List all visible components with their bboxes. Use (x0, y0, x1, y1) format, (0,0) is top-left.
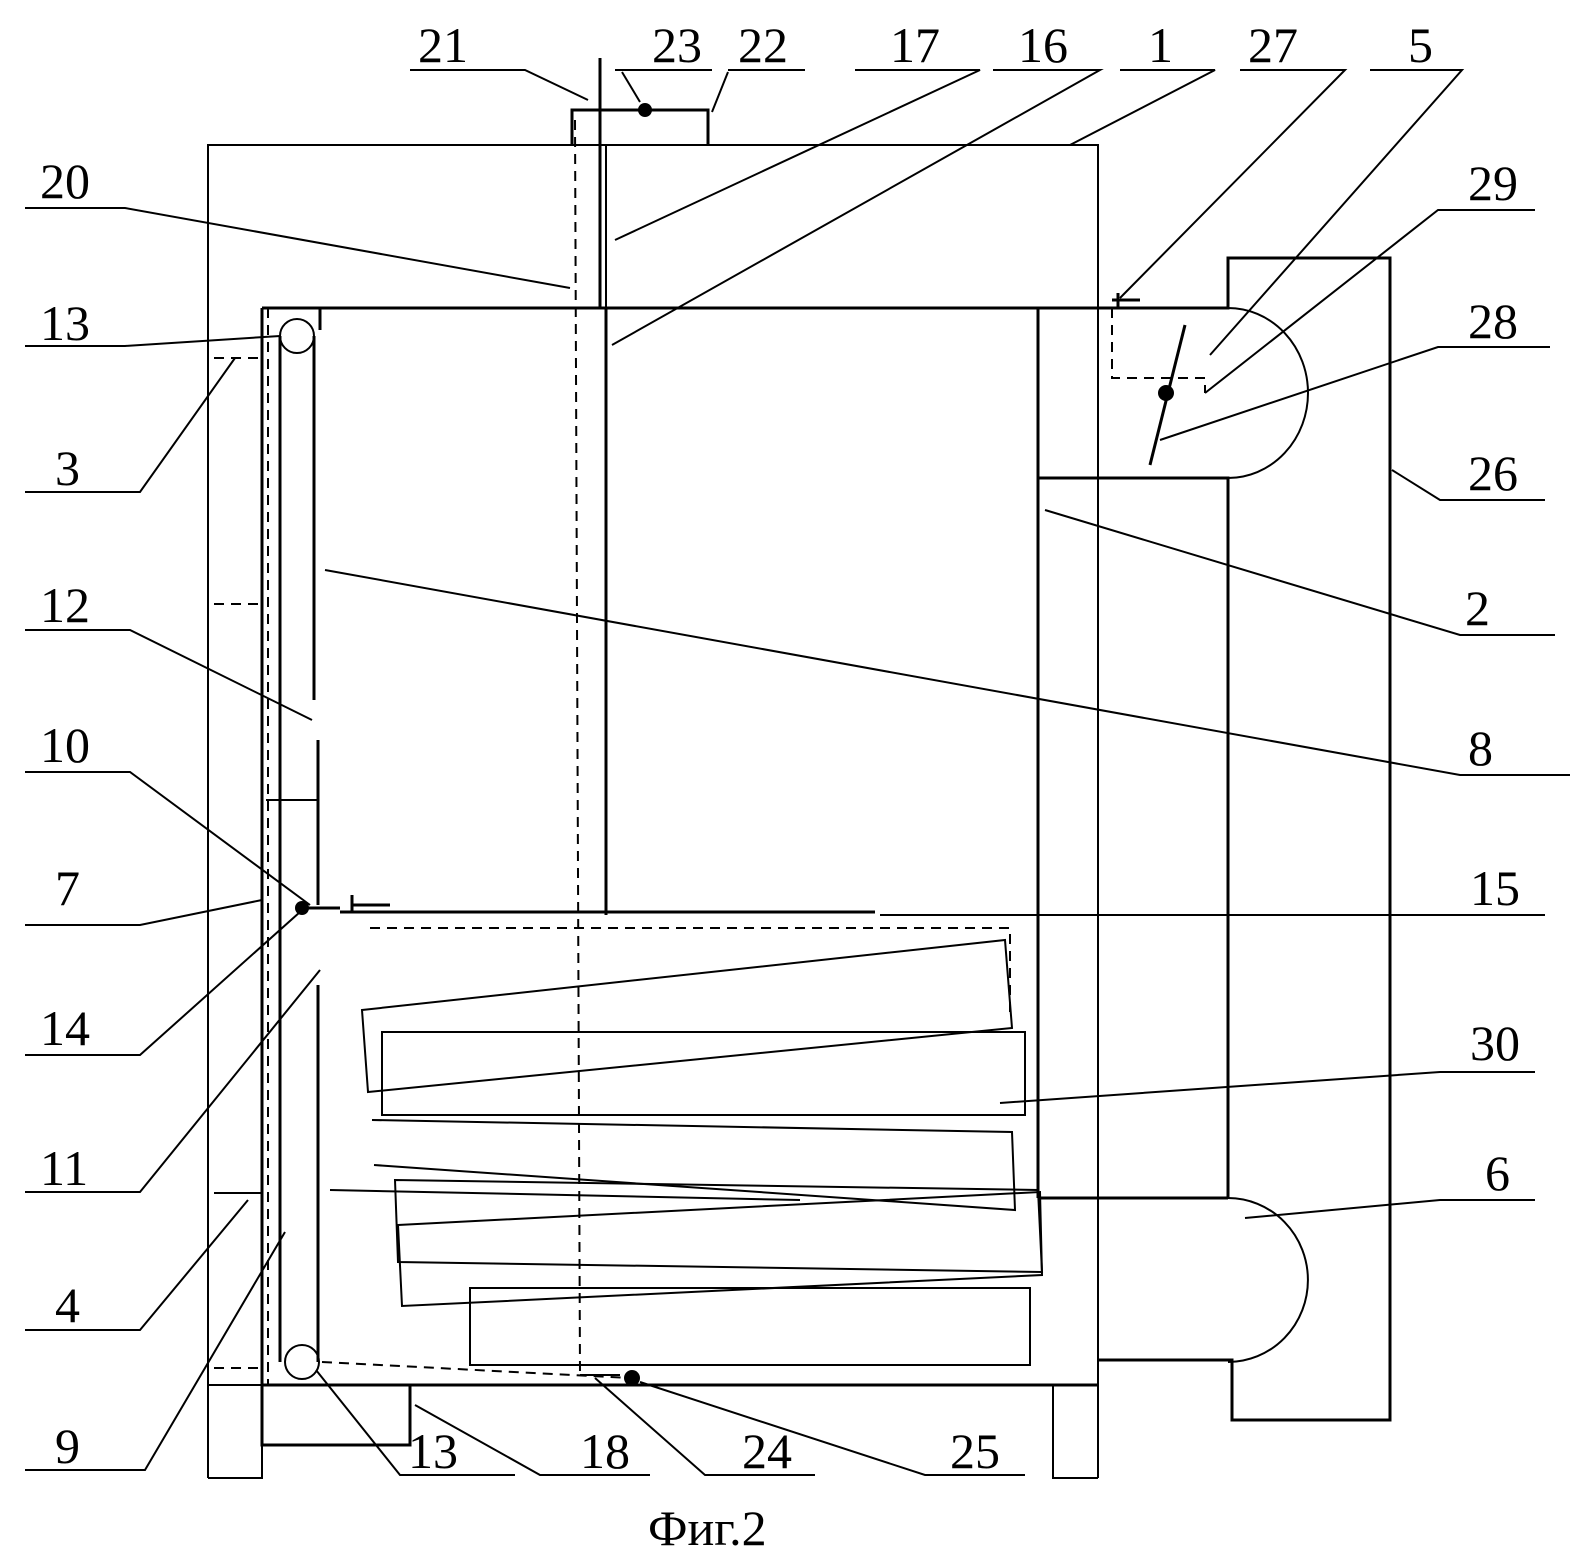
flue-arc-upper (1227, 307, 1309, 479)
leader-7 (25, 899, 263, 926)
leader-1 (1069, 69, 1216, 146)
label-1: 1 (1148, 17, 1173, 73)
top-box (570, 108, 710, 145)
bottom-dashed-line (321, 1361, 631, 1379)
leader-lines (25, 69, 1570, 1476)
leader-20 (25, 207, 571, 289)
label-3: 3 (55, 440, 80, 496)
leader-16 (611, 69, 1104, 346)
label-24: 24 (742, 1423, 792, 1479)
dashed-guide-20 (574, 119, 581, 1376)
log (370, 927, 1011, 1012)
label-12: 12 (40, 577, 90, 633)
damper-29-box (1111, 308, 1206, 393)
label-9: 9 (55, 1418, 80, 1474)
leader-10 (25, 771, 311, 906)
valve-25 (624, 1370, 640, 1386)
leader-22 (711, 69, 805, 113)
sensor-27 (1112, 293, 1140, 308)
label-27: 27 (1248, 17, 1298, 73)
label-11: 11 (40, 1140, 88, 1196)
label-21: 21 (418, 17, 468, 73)
label-14: 14 (40, 1000, 90, 1056)
label-10: 10 (40, 717, 90, 773)
leader-23 (615, 69, 712, 103)
leader-6 (1244, 1199, 1535, 1219)
leader-3 (25, 357, 236, 493)
leader-13a (25, 335, 281, 347)
leader-21 (410, 69, 589, 101)
label-20: 20 (40, 153, 90, 209)
label-8: 8 (1468, 720, 1493, 776)
label-4: 4 (55, 1277, 80, 1333)
label-28: 28 (1468, 293, 1518, 349)
label-23: 23 (652, 17, 702, 73)
log (371, 1119, 1017, 1212)
label-13a: 13 (40, 295, 90, 351)
log (469, 1287, 1031, 1366)
label-15: 15 (1470, 860, 1520, 916)
leader-12 (25, 629, 313, 721)
log (381, 1031, 1026, 1116)
label-29: 29 (1468, 155, 1518, 211)
leader-4 (25, 1199, 249, 1331)
leader-13b (315, 1369, 515, 1476)
boiler-drawing (207, 58, 1392, 1479)
leader-18 (414, 1404, 650, 1476)
label-18: 18 (580, 1423, 630, 1479)
label-2: 2 (1465, 580, 1490, 636)
log-edge (329, 1189, 801, 1201)
label-26: 26 (1468, 445, 1518, 501)
label-16: 16 (1018, 17, 1068, 73)
flue-outlet-5 (1038, 256, 1392, 1422)
leg-left (208, 1384, 263, 1479)
leader-25 (639, 1381, 1025, 1476)
leader-26 (1391, 469, 1545, 501)
figure-caption: Фиг.2 (648, 1500, 767, 1556)
leader-24 (594, 1377, 815, 1476)
log (360, 938, 1014, 1094)
grate-handle (300, 895, 390, 912)
label-7: 7 (55, 860, 80, 916)
log (396, 1190, 1044, 1308)
label-22: 22 (738, 17, 788, 73)
leader-8 (324, 569, 1570, 776)
leader-2 (1044, 509, 1555, 636)
top-valve-23 (638, 103, 652, 117)
outer-housing (207, 144, 1099, 1478)
leader-29 (1204, 209, 1535, 394)
label-5: 5 (1408, 17, 1433, 73)
leader-30 (999, 1071, 1535, 1104)
label-17: 17 (890, 17, 940, 73)
leader-5 (1209, 69, 1465, 356)
label-13b: 13 (408, 1423, 458, 1479)
leader-11 (25, 969, 321, 1193)
hinge-14 (295, 901, 309, 915)
leader-9 (25, 1231, 286, 1471)
flue-lower-edge (1038, 476, 1230, 1198)
pulley-top (279, 318, 315, 354)
damper-axis (1158, 385, 1174, 401)
pulley-bottom (284, 1344, 320, 1380)
label-25: 25 (950, 1423, 1000, 1479)
label-6: 6 (1485, 1145, 1510, 1201)
leader-27 (1119, 69, 1348, 299)
flue-arc-lower (1227, 1197, 1309, 1363)
logs-30 (329, 927, 1044, 1366)
leader-28 (1159, 346, 1550, 441)
belt-frame-outer (260, 306, 412, 1447)
label-30: 30 (1470, 1015, 1520, 1071)
leg-right (1052, 1385, 1098, 1479)
leader-17 (614, 69, 981, 241)
inner-chamber (262, 306, 1098, 1200)
leader-14 (25, 911, 301, 1056)
reference-numerals: 21 23 22 17 16 1 27 5 29 28 26 2 8 15 30… (40, 17, 1520, 1479)
